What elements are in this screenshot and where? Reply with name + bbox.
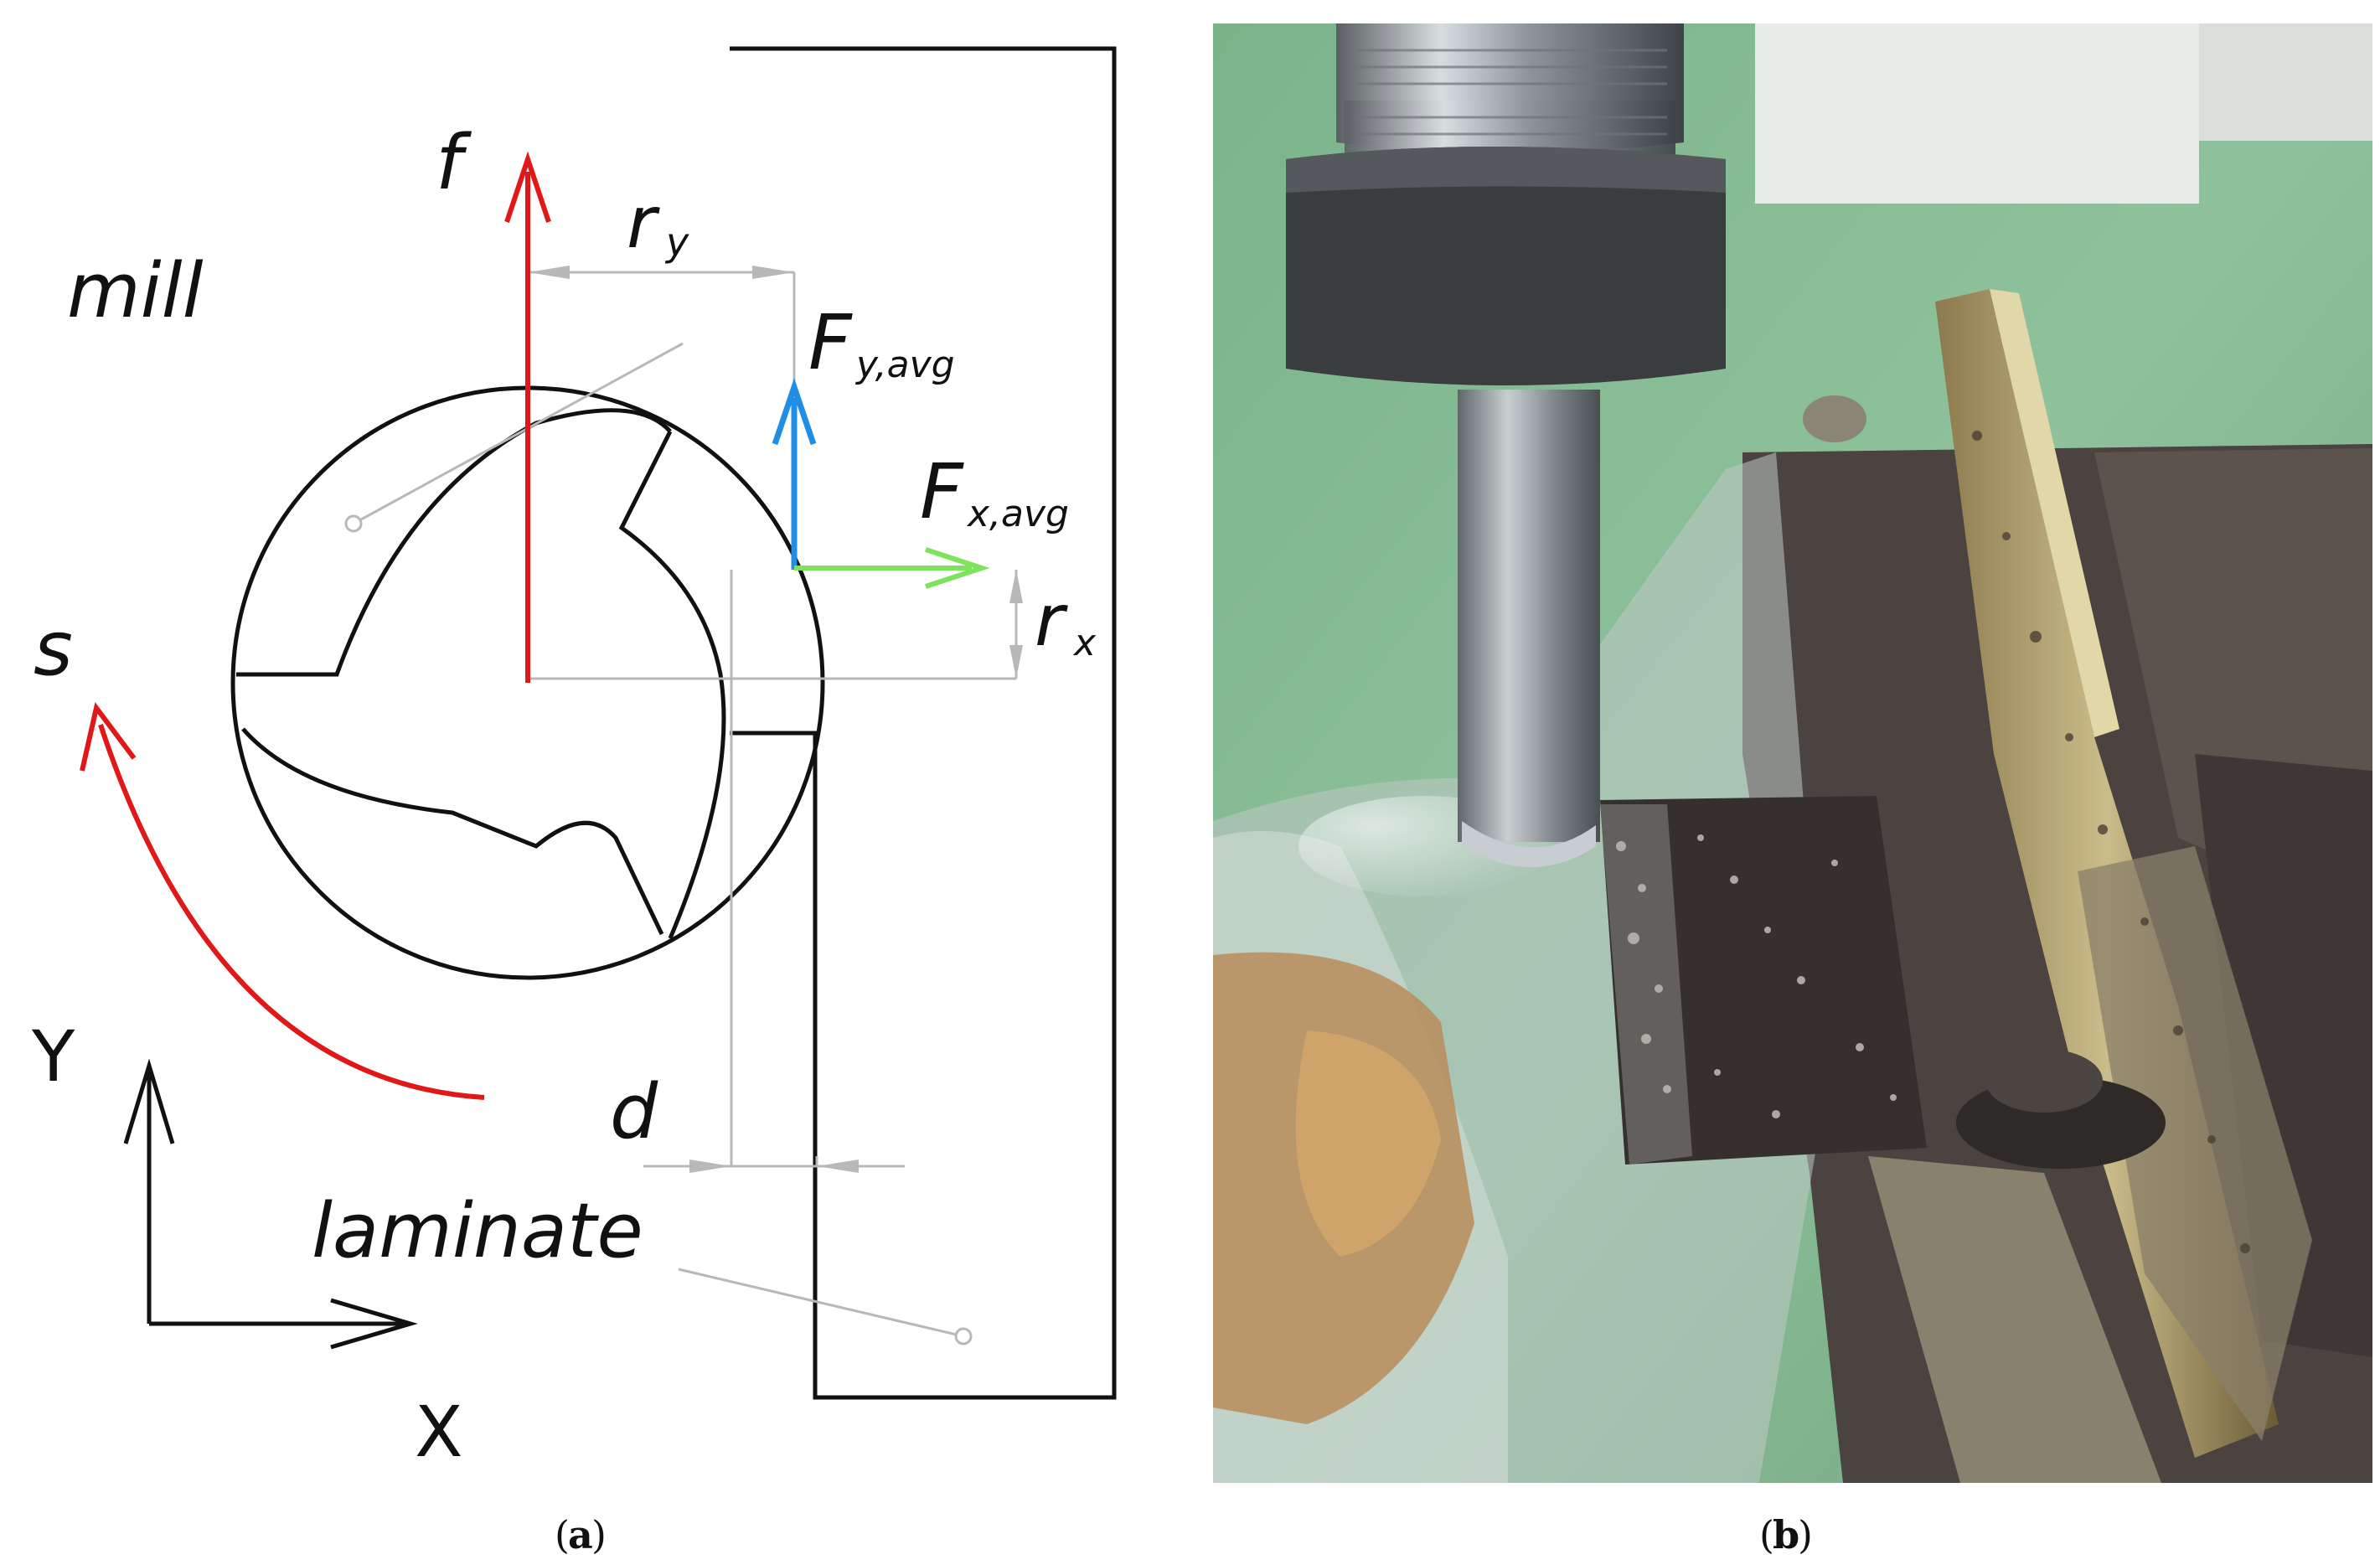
mill-label: mill	[67, 247, 204, 335]
fx-arrowhead	[925, 547, 990, 589]
rotation-arrowhead	[80, 702, 137, 772]
dimension-arrowheads	[528, 266, 1023, 1173]
axis-y-label: Y	[31, 1015, 75, 1098]
rx-subscript: x	[1072, 622, 1097, 664]
caption-b: ( b )	[1759, 1512, 1813, 1557]
fy-arrowhead	[772, 378, 817, 446]
laminate-outline	[730, 46, 1117, 1400]
fy-subscript: y,avg	[854, 343, 955, 386]
rotation-arrow	[98, 724, 485, 1100]
fy-label: F	[808, 299, 853, 387]
caption-b-close: )	[1798, 1512, 1813, 1557]
caption-a-open: (	[555, 1512, 570, 1557]
feed-label: f	[436, 119, 472, 207]
ry-subscript: y	[664, 220, 689, 265]
mill-leader-dot	[344, 514, 363, 533]
caption-b-letter: b	[1773, 1512, 1799, 1557]
panel-b-photo	[1213, 23, 2372, 1483]
mill-flutes	[236, 408, 726, 939]
rx-label: r	[1035, 579, 1068, 663]
caption-a-close: )	[591, 1512, 607, 1557]
d-label: d	[610, 1068, 658, 1156]
panel-a-diagram: f mill s r y F y,avg F x,avg r x d lamin…	[31, 46, 1117, 1473]
laminate-label: laminate	[312, 1187, 643, 1275]
feed-arrowhead	[504, 151, 551, 223]
fx-subscript: x,avg	[966, 493, 1069, 535]
axis-x-label: X	[415, 1391, 463, 1473]
caption-a-letter: a	[568, 1512, 593, 1557]
spindle-label: s	[34, 605, 73, 693]
ry-label: r	[627, 181, 660, 265]
laminate-leader-dot	[954, 1327, 973, 1345]
caption-a: ( a )	[555, 1512, 607, 1557]
caption-b-open: (	[1759, 1512, 1774, 1557]
coordinate-axes	[123, 1058, 418, 1350]
fx-label: F	[920, 448, 964, 536]
